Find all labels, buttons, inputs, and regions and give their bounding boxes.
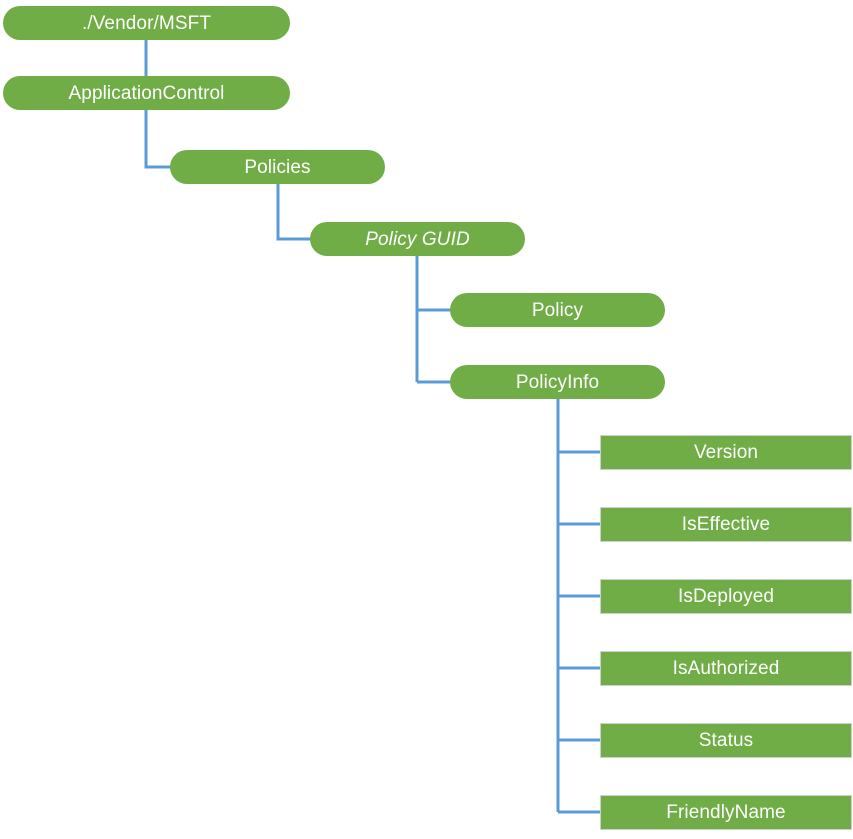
node-label: Status xyxy=(698,730,754,751)
node-policy[interactable]: Policy xyxy=(450,293,665,327)
node-status[interactable]: Status xyxy=(600,723,852,758)
node-is-authorized[interactable]: IsAuthorized xyxy=(600,651,852,686)
node-policy-guid[interactable]: Policy GUID xyxy=(310,222,525,256)
node-label: IsEffective xyxy=(681,514,771,535)
node-friendly-name[interactable]: FriendlyName xyxy=(600,795,852,830)
node-label: Policy xyxy=(531,299,584,321)
edge-applicationcontrol-to-policies xyxy=(144,108,172,169)
node-policies[interactable]: Policies xyxy=(170,150,385,184)
node-label: IsDeployed xyxy=(677,586,775,607)
node-label: ApplicationControl xyxy=(68,82,225,104)
node-policy-info[interactable]: PolicyInfo xyxy=(450,365,665,399)
node-label: Policy GUID xyxy=(365,228,470,250)
node-label: ./Vendor/MSFT xyxy=(81,12,212,34)
node-label: Version xyxy=(693,442,759,463)
node-label: IsAuthorized xyxy=(672,658,780,679)
node-is-deployed[interactable]: IsDeployed xyxy=(600,579,852,614)
node-vendor-msft[interactable]: ./Vendor/MSFT xyxy=(3,6,290,40)
node-label: Policies xyxy=(244,156,311,178)
node-is-effective[interactable]: IsEffective xyxy=(600,507,852,542)
node-label: PolicyInfo xyxy=(515,371,600,393)
edge-policies-to-policyguid xyxy=(276,182,312,241)
node-application-control[interactable]: ApplicationControl xyxy=(3,76,290,110)
node-label: FriendlyName xyxy=(666,802,786,823)
node-version[interactable]: Version xyxy=(600,435,852,470)
